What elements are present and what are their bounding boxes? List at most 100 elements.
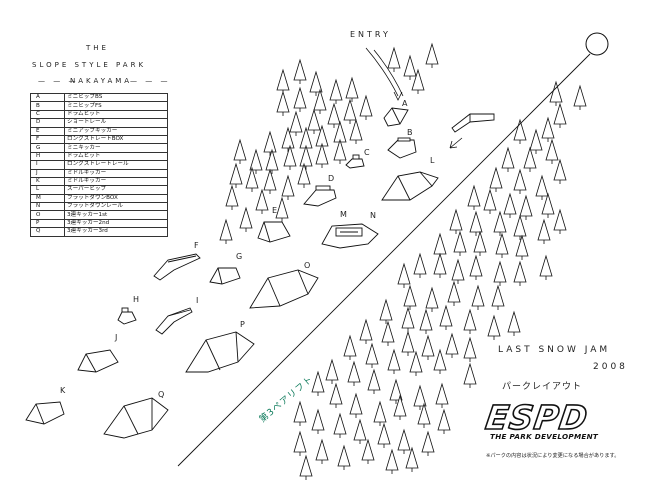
tree-icon <box>513 260 527 283</box>
tree-icon <box>343 98 357 121</box>
feature-p <box>185 331 255 373</box>
feature-l <box>381 171 439 201</box>
tree-icon <box>263 130 277 153</box>
label-q: Q <box>158 390 165 399</box>
tree-icon <box>523 146 537 169</box>
tree-icon <box>491 284 505 307</box>
tree-icon <box>469 210 483 233</box>
tree-icon <box>433 252 447 275</box>
label-k: K <box>60 386 66 395</box>
tree-icon <box>329 382 343 405</box>
feature-q <box>103 397 169 439</box>
tree-icon <box>487 314 501 337</box>
tree-icon <box>419 308 433 331</box>
label-i: I <box>196 296 199 305</box>
trees <box>219 42 587 480</box>
tree-icon <box>249 148 263 171</box>
label-f: F <box>194 241 200 250</box>
tree-icon <box>387 348 401 371</box>
feature-hip-top <box>451 113 495 133</box>
label-m: M <box>340 210 348 219</box>
tree-icon <box>299 454 313 477</box>
label-e: E <box>272 206 278 215</box>
entry-label: ENTRY <box>350 30 391 39</box>
tree-icon <box>553 208 567 231</box>
label-p: P <box>240 320 246 329</box>
tree-icon <box>233 138 247 161</box>
feature-b <box>387 137 417 159</box>
tree-icon <box>367 368 381 391</box>
tree-icon <box>276 90 290 113</box>
tree-icon <box>553 158 567 181</box>
label-c: C <box>364 148 371 157</box>
tree-icon <box>281 174 295 197</box>
feature-e <box>257 221 291 243</box>
tree-icon <box>471 284 485 307</box>
tree-icon <box>311 408 325 431</box>
tree-icon <box>401 330 415 353</box>
tree-icon <box>483 188 497 211</box>
tree-icon <box>381 320 395 343</box>
tree-icon <box>529 128 543 151</box>
event-subtitle: パークレイアウト <box>502 382 583 392</box>
tree-icon <box>437 408 451 431</box>
feature-g <box>209 267 241 285</box>
tree-icon <box>435 382 449 405</box>
entry-arrow <box>365 47 399 97</box>
tree-icon <box>541 116 555 139</box>
tree-icon <box>413 384 427 407</box>
tree-icon <box>421 430 435 453</box>
tree-icon <box>325 358 339 381</box>
tree-icon <box>293 400 307 423</box>
tree-icon <box>275 196 289 219</box>
tree-icon <box>345 76 359 99</box>
tree-icon <box>327 102 341 125</box>
tree-icon <box>289 110 303 133</box>
event-title: LAST SNOW JAM <box>498 345 611 355</box>
tree-icon <box>513 214 527 237</box>
tree-icon <box>493 260 507 283</box>
tree-icon <box>329 78 343 101</box>
tree-icon <box>403 284 417 307</box>
tree-icon <box>377 422 391 445</box>
feature-d <box>303 185 337 207</box>
label-n: N <box>370 211 377 220</box>
tree-icon <box>349 118 363 141</box>
tree-icon <box>467 184 481 207</box>
entry-arrow-head <box>393 91 403 101</box>
tree-icon <box>515 234 529 257</box>
tree-icon <box>421 334 435 357</box>
tree-icon <box>397 428 411 451</box>
tree-icon <box>463 362 477 385</box>
feature-k <box>25 401 65 425</box>
label-h: H <box>133 295 140 304</box>
direction-arrow <box>449 137 463 149</box>
tree-icon <box>373 400 387 423</box>
tree-icon <box>403 54 417 77</box>
tree-icon <box>495 232 509 255</box>
tree-icon <box>451 258 465 281</box>
tree-icon <box>219 218 233 241</box>
logo-subtitle: THE PARK DEVELOPMENT <box>490 432 599 441</box>
tree-icon <box>239 206 253 229</box>
espd-logo: ESPD THE PARK DEVELOPMENT <box>482 397 636 441</box>
tree-icon <box>573 84 587 107</box>
tree-icon <box>361 438 375 461</box>
tree-icon <box>409 350 423 373</box>
tree-icon <box>513 118 527 141</box>
tree-icon <box>359 94 373 117</box>
tree-icon <box>337 444 351 467</box>
tree-icon <box>347 360 361 383</box>
tree-icon <box>535 174 549 197</box>
tree-icon <box>293 430 307 453</box>
tree-icon <box>405 446 419 469</box>
tree-icon <box>397 262 411 285</box>
tree-icon <box>225 184 239 207</box>
disclaimer-note: ※パークの内容は状況により変更になる場合があります。 <box>486 453 620 459</box>
park-location: NAKAYAMA <box>70 77 133 85</box>
tree-icon <box>349 392 363 415</box>
tree-icon <box>315 142 329 165</box>
tree-icon <box>255 188 269 211</box>
location-dashes-right: — — — <box>130 77 171 85</box>
